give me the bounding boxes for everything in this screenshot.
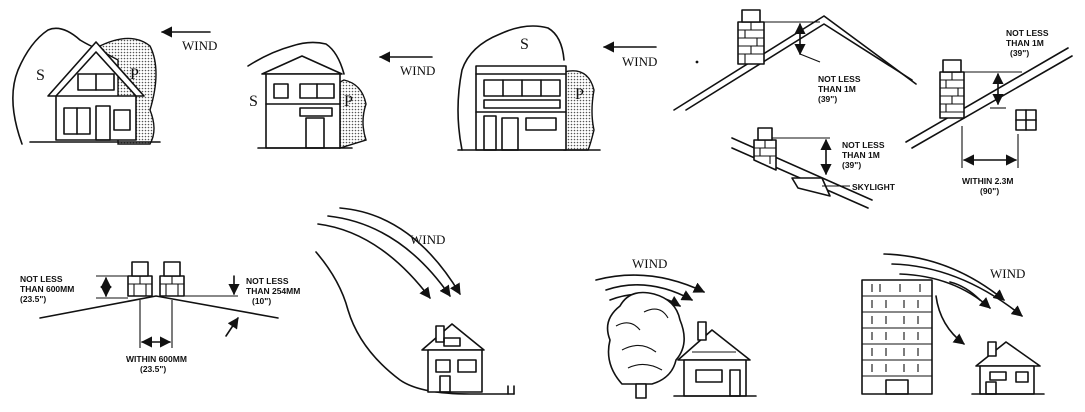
distance-label-line: (90")	[980, 186, 999, 196]
panel-tall-building: WIND	[862, 254, 1044, 394]
tree	[608, 293, 685, 399]
wind-flow-line	[936, 296, 964, 344]
wind-label: WIND	[990, 266, 1025, 281]
wind-flow-line	[340, 208, 460, 294]
panel-hillside-house: WIND	[316, 208, 514, 394]
chimney-left	[128, 262, 152, 296]
wind-label: WIND	[410, 232, 445, 247]
height-label-line: (39")	[1010, 48, 1029, 58]
panel-chimney-ridge: NOT LESS THAN 1M (39")	[674, 10, 916, 110]
pressure-zone-positive	[564, 71, 594, 150]
house-with-chimney	[674, 322, 756, 396]
suction-label: S	[249, 93, 258, 110]
panel-chimney-window: NOT LESS THAN 1M (39") WITHIN 2.3M (90")	[906, 28, 1072, 196]
roof-line	[674, 16, 916, 110]
wind-label: WIND	[622, 54, 657, 69]
height-label-line: THAN 600MM	[20, 284, 74, 294]
hill-profile	[316, 252, 514, 394]
panel-flat-roof-building: S P WIND	[458, 26, 657, 150]
chimney	[940, 60, 964, 118]
height-label-line: NOT LESS	[818, 74, 861, 84]
height-label-line: (39")	[818, 94, 837, 104]
height-label-line: (39")	[842, 160, 861, 170]
roof-line	[40, 296, 278, 318]
skylight	[792, 178, 830, 196]
height-label-line: THAN 1M	[818, 84, 856, 94]
height-label-line: (10")	[252, 296, 271, 306]
wind-label: WIND	[632, 256, 667, 271]
skylight-label: SKYLIGHT	[852, 182, 896, 192]
height-label-line: NOT LESS	[246, 276, 289, 286]
distance-label-line: (23.5")	[140, 364, 166, 374]
distance-label-line: WITHIN 2.3M	[962, 176, 1013, 186]
suction-label: S	[36, 67, 45, 84]
height-label-line: THAN 1M	[1006, 38, 1044, 48]
wind-label: WIND	[400, 63, 435, 78]
height-label-line: NOT LESS	[1006, 28, 1049, 38]
pressure-label: P	[344, 93, 353, 110]
pressure-label: P	[130, 66, 139, 83]
panel-tree-house: WIND	[596, 256, 756, 398]
panel-twin-chimneys: NOT LESS THAN 600MM (23.5") NOT LESS THA…	[20, 262, 300, 374]
roof-line-inner	[686, 24, 912, 110]
panel-gable-house: S P WIND	[13, 28, 218, 144]
house-small	[972, 342, 1044, 394]
height-label-line: NOT LESS	[20, 274, 63, 284]
suction-label: S	[520, 36, 529, 53]
pressure-label: P	[575, 86, 584, 103]
height-label-line: (23.5")	[20, 294, 46, 304]
chimney	[754, 128, 776, 170]
panel-chimney-skylight: NOT LESS THAN 1M (39") SKYLIGHT	[732, 128, 896, 208]
height-label-line: NOT LESS	[842, 140, 885, 150]
tall-building	[862, 280, 932, 394]
wind-label: WIND	[182, 38, 217, 53]
chimney	[738, 10, 764, 64]
house-small	[422, 324, 484, 392]
roof-line-inner	[912, 56, 1072, 148]
height-label-line: THAN 1M	[842, 150, 880, 160]
height-label-line: THAN 254MM	[246, 286, 300, 296]
chimney-right	[160, 262, 184, 296]
pressure-zone-positive	[340, 80, 366, 148]
roof-line	[906, 48, 1068, 142]
panel-two-storey-house: S P WIND	[248, 42, 435, 148]
wind-flow-line	[596, 275, 704, 292]
house-two-storey	[258, 56, 352, 148]
distance-label-line: WITHIN 600MM	[126, 354, 187, 364]
